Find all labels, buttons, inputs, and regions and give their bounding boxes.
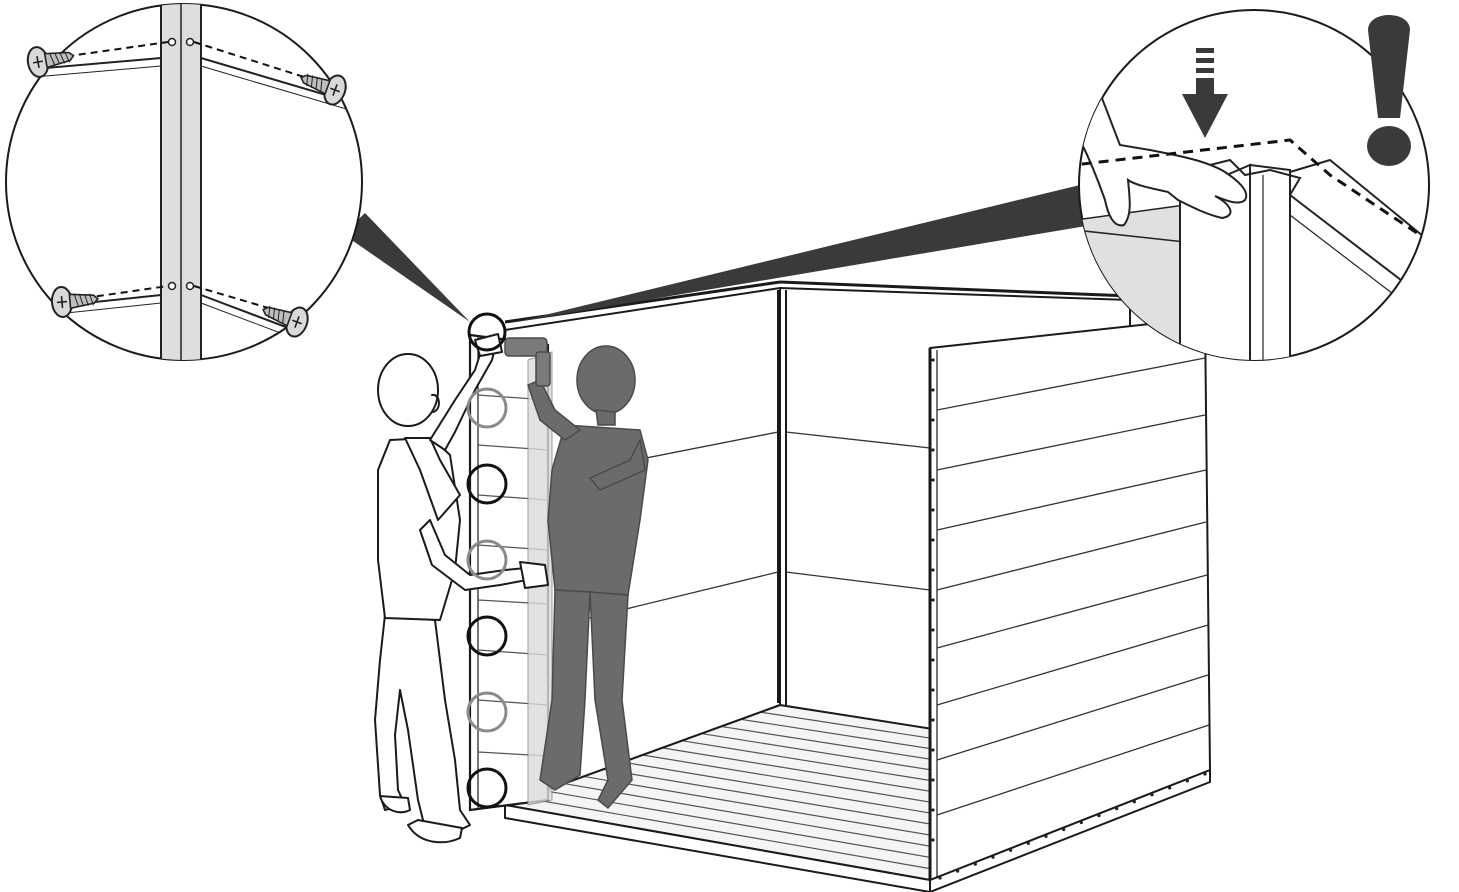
rivet [1080,821,1083,824]
left-callout-pointer [343,213,470,322]
rivet [931,748,934,751]
rivet [931,778,934,781]
rivet [931,538,934,541]
rivet [1027,842,1030,845]
rivet [974,863,977,866]
rivet [931,448,934,451]
rivet [931,838,934,841]
rivet [1009,849,1012,852]
rivet [931,478,934,481]
rivet [956,869,959,872]
rivet [931,418,934,421]
rivet [1203,772,1206,775]
rivet [931,388,934,391]
rivet [991,856,994,859]
rivet [931,568,934,571]
rivet [1062,828,1065,831]
rivet [1168,786,1171,789]
rivet [1186,779,1189,782]
rivet [931,808,934,811]
rivet [931,718,934,721]
rivet [931,688,934,691]
rivet [1150,793,1153,796]
rivet [938,876,941,879]
rivet [1133,800,1136,803]
rivet [931,628,934,631]
screw-detail-callout [0,0,362,380]
rivet [931,658,934,661]
rivet [1044,835,1047,838]
rivet [1115,807,1118,810]
rivet [931,598,934,601]
rivet [1097,814,1100,817]
rivet [931,358,934,361]
rivet [931,508,934,511]
